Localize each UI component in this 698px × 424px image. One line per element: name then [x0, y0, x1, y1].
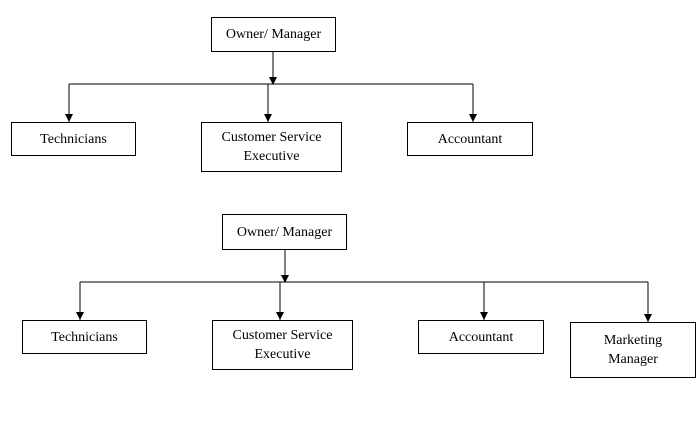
arrowhead-marketing-manager — [644, 314, 652, 322]
arrowhead-customer-service — [264, 114, 272, 122]
technicians-label: Technicians — [40, 131, 107, 147]
arrowhead-technicians — [65, 114, 73, 122]
marketing-manager-label: Marketing Manager — [603, 333, 663, 367]
customer-service-executive-box: Customer Service Executive — [212, 320, 353, 370]
owner-manager-label: Owner/ Manager — [225, 27, 322, 42]
owner-manager-box: Owner/ Manager — [222, 214, 347, 250]
customer-service-executive-box: Customer Service Executive — [201, 122, 342, 172]
arrowhead-technicians — [76, 312, 84, 320]
customer-service-executive-label: Customer Service Executive — [221, 130, 322, 164]
arrowhead-root — [269, 77, 277, 85]
accountant-label: Accountant — [448, 329, 514, 345]
technicians-label: Technicians — [51, 329, 118, 345]
arrowhead-root — [281, 275, 289, 283]
owner-manager-box: Owner/ Manager — [211, 17, 336, 52]
owner-manager-label: Owner/ Manager — [236, 224, 333, 240]
customer-service-executive-label: Customer Service Executive — [232, 328, 333, 362]
accountant-label: Accountant — [437, 131, 503, 147]
accountant-box: Accountant — [407, 122, 533, 156]
technicians-box: Technicians — [11, 122, 136, 156]
arrowhead-accountant — [469, 114, 477, 122]
arrowhead-accountant — [480, 312, 488, 320]
arrowhead-customer-service — [276, 312, 284, 320]
accountant-box: Accountant — [418, 320, 544, 354]
technicians-box: Technicians — [22, 320, 147, 354]
marketing-manager-box: Marketing Manager — [570, 322, 696, 378]
